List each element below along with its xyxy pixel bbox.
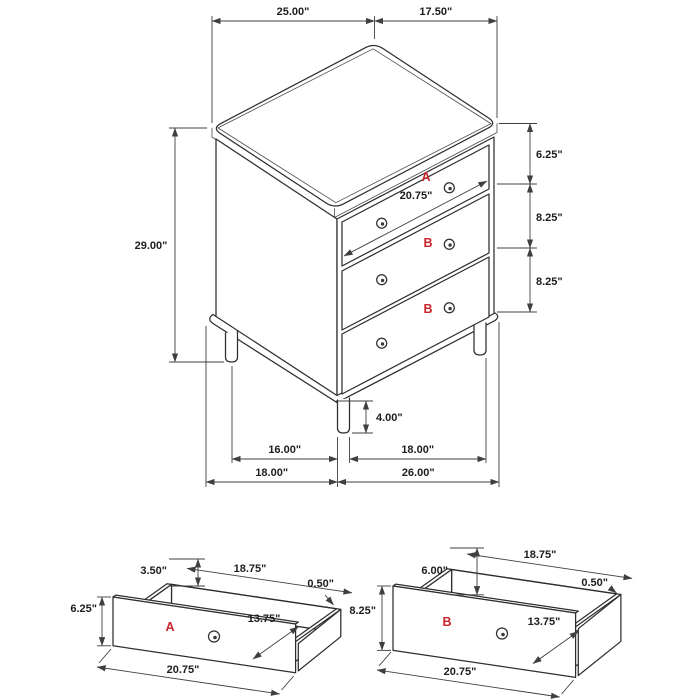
dim-b-inner-width: 18.75" <box>524 549 557 561</box>
drawer-a-front-panel <box>112 596 297 674</box>
chest-isometric-view <box>209 44 499 434</box>
dim-drawer-front-width: 20.75" <box>400 190 433 202</box>
dim-lines-right <box>497 123 537 313</box>
dim-lines-top <box>211 16 498 123</box>
chest-leg-front-right <box>473 322 487 356</box>
drawer-a-detail-dimensions: 6.25" 3.50" 18.75" 0.50" 13.75" 20.75" <box>70 558 353 696</box>
drawer-b2-label: B <box>423 302 432 316</box>
dim-leg-span-depth: 16.00" <box>268 444 301 456</box>
drawer-a-detail-label: A <box>165 620 174 634</box>
dim-base-depth: 18.00" <box>255 467 288 479</box>
dim-overall-height: 29.00" <box>135 240 168 252</box>
dim-top-depth: 17.50" <box>419 6 452 18</box>
drawer-a-detail-view <box>112 583 342 674</box>
dim-leg-height: 4.00" <box>376 412 403 424</box>
dim-a-inner-width: 18.75" <box>234 563 267 575</box>
chest-top-face <box>215 44 494 207</box>
drawer-b-front-panel <box>392 585 577 679</box>
dim-b-front-width: 20.75" <box>444 666 477 678</box>
drawer-b-detail-label: B <box>442 615 451 629</box>
dim-lines-drawer-a <box>96 558 353 696</box>
main-view-dimensions: 25.00" 17.50" 6.25" 8.25" 8.25" 29.00" 2… <box>135 6 563 487</box>
drawer-b1-label: B <box>423 236 432 250</box>
drawer-b2-front <box>341 256 490 395</box>
drawer-b2-knob-icon <box>376 302 455 349</box>
chest-base-rail <box>209 312 499 404</box>
dim-b-side-height: 6.00" <box>421 565 448 577</box>
dim-base-width: 26.00" <box>402 467 435 479</box>
dim-drawer-b1-height: 8.25" <box>536 212 563 224</box>
dim-drawer-b2-height: 8.25" <box>536 276 563 288</box>
dim-lines-leg-height <box>336 400 373 434</box>
drawer-a-right-side <box>297 608 342 672</box>
dim-a-inner-depth: 13.75" <box>248 613 281 625</box>
chest-leg-back-left <box>224 330 239 363</box>
drawer-b-detail-dimensions: 8.25" 6.00" 18.75" 0.50" 13.75" 20.75" <box>349 547 633 699</box>
chest-top-inner-edge <box>217 48 492 204</box>
dim-b-wall-thickness: 0.50" <box>581 577 608 589</box>
dim-lines-height <box>169 127 224 363</box>
dim-a-front-width: 20.75" <box>167 664 200 676</box>
dim-b-front-height: 8.25" <box>349 605 376 617</box>
dim-a-wall-thickness: 0.50" <box>307 578 334 590</box>
dim-a-front-height: 6.25" <box>70 603 97 615</box>
dim-lines-drawer-width <box>343 180 488 257</box>
dim-drawer-a-height: 6.25" <box>536 149 563 161</box>
dim-a-side-height: 3.50" <box>140 565 167 577</box>
drawer-a-detail-knob-icon <box>207 630 221 643</box>
dim-b-inner-depth: 13.75" <box>528 616 561 628</box>
dim-lines-bottom <box>205 322 500 487</box>
dim-lines-drawer-b <box>376 547 633 699</box>
drawer-a-label: A <box>421 170 430 184</box>
chest-leg-front-left <box>336 397 351 434</box>
drawer-b-detail-knob-icon <box>495 627 509 640</box>
dim-leg-span-width: 18.00" <box>401 444 434 456</box>
dim-top-width: 25.00" <box>277 6 310 18</box>
